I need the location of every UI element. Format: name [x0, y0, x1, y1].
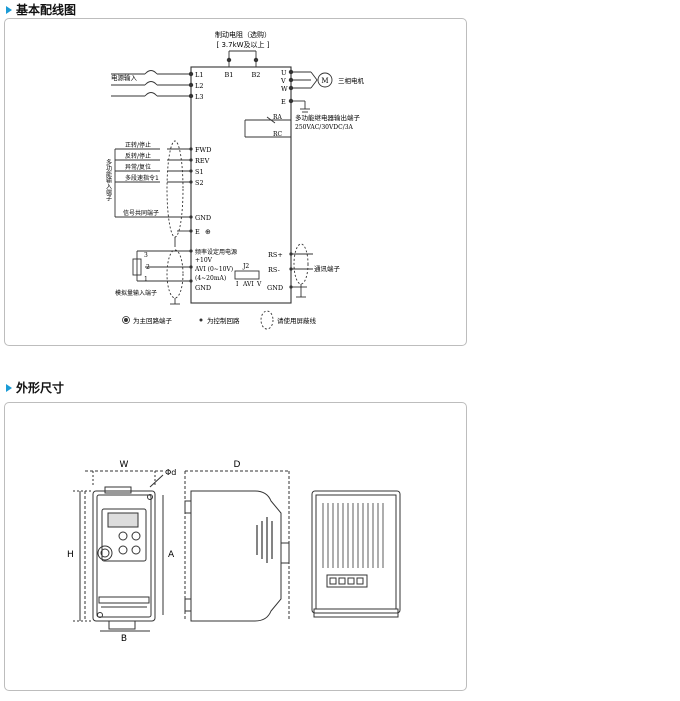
brake-resistor-label: 制动电阻（选购）: [215, 30, 271, 39]
terminal-v: V: [280, 77, 286, 85]
s1-label: 异常/复位: [125, 163, 151, 171]
side-view: [184, 470, 290, 622]
terminal-gnd2: GND: [195, 284, 211, 292]
terminal-l2: L2: [195, 82, 203, 90]
legend-shield: 请使用屏蔽线: [277, 316, 317, 325]
section-header-size: 外形尺寸: [6, 379, 64, 396]
terminal-s1: S1: [195, 168, 204, 176]
motor-label: 三相电机: [338, 76, 365, 85]
terminal-fwd: FWD: [195, 146, 211, 154]
terminal-l1: L1: [195, 71, 203, 79]
s2-label: 多段速指令1: [125, 174, 159, 182]
common-label: 信号共同端子: [123, 209, 159, 217]
terminal-gnd: GND: [195, 214, 211, 222]
power-input-label: 电源输入: [111, 73, 138, 82]
terminal-rs-minus: RS-: [268, 266, 280, 274]
terminal-b2: B2: [252, 71, 261, 79]
pot-pin-1: 1: [144, 276, 148, 283]
legend-main-circuit: 为主回路端子: [133, 316, 173, 325]
triangle-bullet-icon: [6, 5, 12, 14]
section-title-size: 外形尺寸: [16, 381, 65, 395]
dim-a: A: [168, 550, 175, 560]
terminal-b1: B1: [225, 71, 234, 79]
brake-resistor-rating: [ 3.7kW及以上 ]: [216, 40, 269, 49]
front-view: [73, 470, 164, 632]
relay-rating: 250VAC/30VDC/3A: [295, 124, 354, 131]
dim-b: B: [121, 634, 127, 644]
terminal-avi: AVI (0~10V): [194, 266, 233, 273]
legend-control-circuit: 为控制回路: [207, 316, 240, 325]
rev-label: 反转/停止: [125, 152, 151, 160]
terminal-e: E: [281, 98, 286, 106]
section-header-wiring: 基本配线图: [6, 1, 76, 18]
terminal-aci: (4~20mA): [195, 275, 226, 282]
dim-phid: Φd: [165, 468, 176, 477]
jumper-j2: J2: [242, 263, 249, 270]
dim-d: D: [234, 460, 241, 470]
terminal-w: W: [281, 85, 288, 93]
multi-input-label: 多功能输入端子: [105, 158, 112, 201]
freq-supply-voltage: +10V: [195, 257, 213, 264]
dimensions-panel: W Φd H A B D: [4, 402, 467, 691]
terminal-gnd3: GND: [267, 284, 283, 292]
jumper-avi: AVI: [242, 281, 254, 288]
pot-pin-2: 2: [146, 264, 150, 271]
terminal-l3: L3: [195, 93, 203, 101]
triangle-bullet-icon: [6, 383, 12, 392]
freq-supply-label: 频率设定用电源: [195, 248, 237, 256]
terminal-s2: S2: [195, 179, 204, 187]
terminal-u: U: [281, 69, 287, 77]
rear-view: [311, 490, 401, 618]
dim-w: W: [120, 460, 129, 470]
ground-symbol-icon: ⊕: [205, 228, 211, 236]
relay-label: 多功能继电器输出端子: [295, 113, 361, 122]
wiring-diagram: 制动电阻（选购） [ 3.7kW及以上 ] B1 B2 电源输入 L1 L2 L…: [105, 30, 365, 330]
terminal-rc: RC: [273, 131, 283, 138]
terminal-rs-plus: RS+: [268, 251, 283, 259]
analog-input-label: 模拟量输入端子: [115, 289, 157, 297]
dimension-drawing: W Φd H A B D: [67, 460, 401, 644]
fwd-label: 正转/停止: [125, 141, 151, 149]
section-title-wiring: 基本配线图: [16, 3, 77, 17]
terminal-e2: E: [195, 228, 200, 236]
terminal-ra: RA: [273, 114, 283, 121]
comm-label: 通讯端子: [314, 264, 341, 273]
wiring-diagram-panel: 制动电阻（选购） [ 3.7kW及以上 ] B1 B2 电源输入 L1 L2 L…: [4, 18, 467, 346]
motor-symbol: M: [321, 77, 328, 85]
terminal-rev: REV: [195, 157, 210, 165]
pot-pin-3: 3: [144, 252, 148, 259]
dim-h: H: [67, 550, 74, 560]
jumper-v: V: [256, 281, 262, 288]
jumper-i: I: [236, 281, 239, 288]
